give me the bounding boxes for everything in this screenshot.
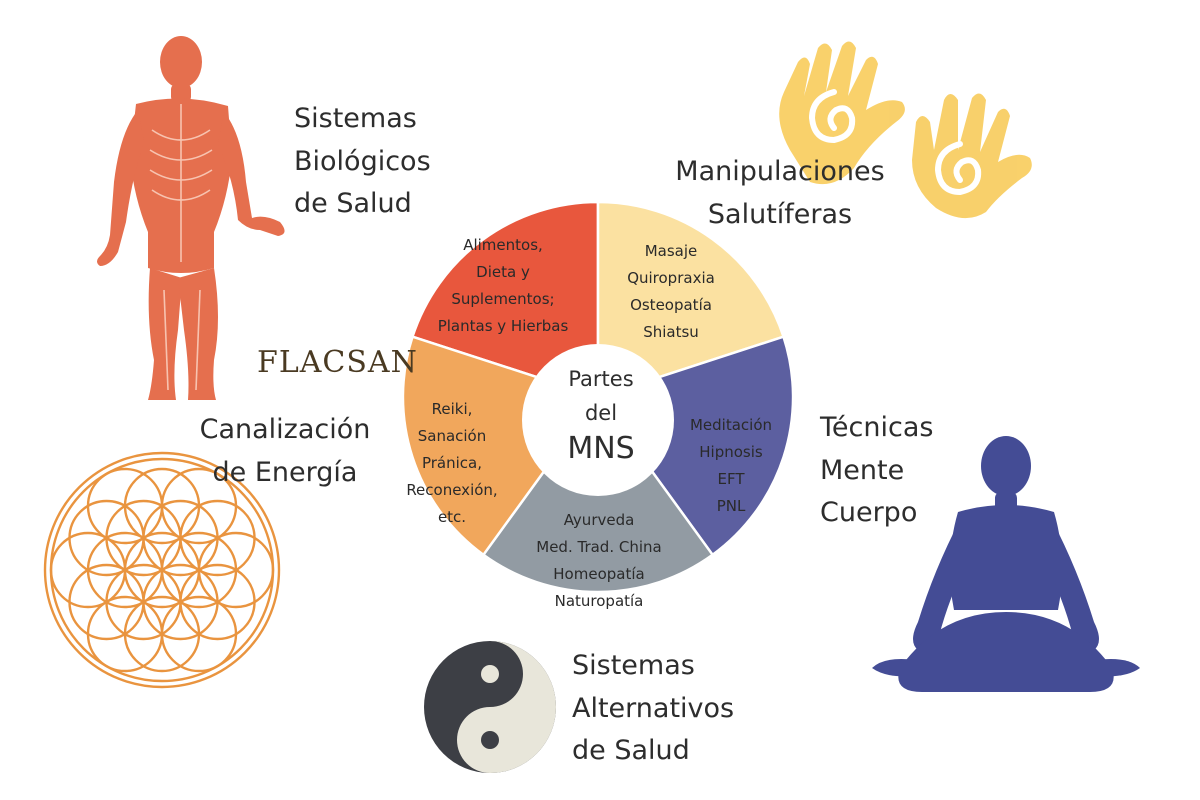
flower-of-life-icon [43, 451, 281, 689]
segment-manipulaciones [596, 200, 786, 399]
segment-text-manipulaciones: Masaje Quiropraxia Osteopatía Shiatsu [627, 242, 715, 341]
segment-text-alternativos: Ayurveda Med. Trad. China Homeopatía Nat… [536, 511, 662, 610]
spine-lines [149, 104, 213, 391]
label-canalizacion-energia: Canalización de Energía [199, 414, 371, 488]
segment-text-mente-cuerpo: Meditación Hipnosis EFT PNL [689, 416, 773, 515]
label-sistemas-alternativos: Sistemas Alternativos de Salud [572, 650, 735, 767]
segment-biologicos [410, 200, 600, 399]
mns-wheel [401, 200, 795, 594]
segment-text-biologicos: Alimentos, Dieta y Suplementos; Plantas … [437, 236, 569, 335]
label-tecnicas-mente-cuerpo: Técnicas Mente Cuerpo [820, 412, 934, 529]
label-manipulaciones: Manipulaciones Salutíferas [675, 156, 885, 230]
wheel-center [522, 344, 674, 496]
label-sistemas-biologicos: Sistemas Biológicos de Salud [294, 103, 431, 220]
center-label: Partes del MNS [567, 367, 635, 466]
brand-wordmark: FLACSAN [257, 345, 418, 380]
meditating-figure-icon [872, 436, 1140, 692]
healing-hands-icon [779, 41, 1032, 219]
segment-text-energia: Reiki, Sanación Pránica, Reconexión, etc… [406, 400, 498, 526]
yin-yang-icon [424, 641, 556, 773]
